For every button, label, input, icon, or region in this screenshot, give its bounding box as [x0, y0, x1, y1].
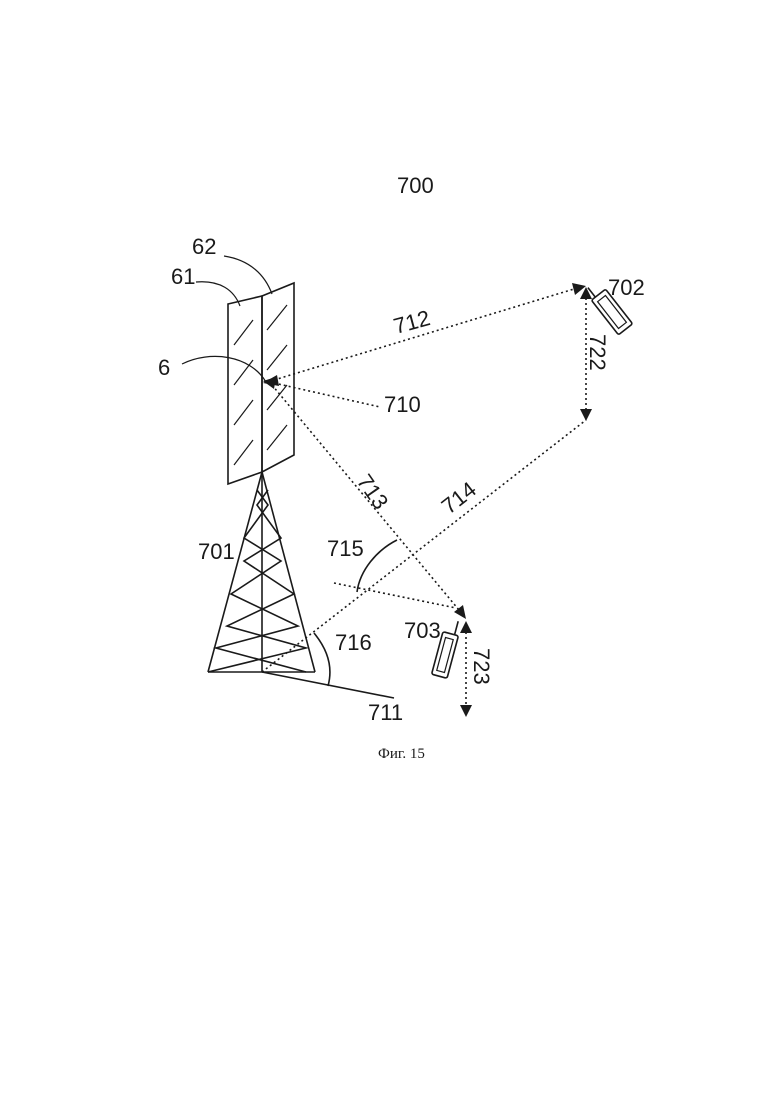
label-715: 715	[327, 536, 364, 561]
label-62: 62	[192, 234, 216, 259]
antenna-panel-61	[228, 296, 262, 484]
leader-62	[224, 256, 272, 294]
line-715	[334, 583, 456, 608]
label-712: 712	[391, 305, 433, 339]
line-710	[263, 377, 380, 407]
label-722: 722	[585, 334, 610, 371]
leader-6	[182, 356, 266, 382]
beam-712	[263, 283, 586, 386]
label-703: 703	[404, 618, 441, 643]
label-711: 711	[368, 700, 403, 725]
label-710: 710	[384, 392, 421, 417]
label-714: 714	[437, 477, 481, 519]
tower	[208, 472, 315, 672]
label-716: 716	[335, 630, 372, 655]
figure-number: 700	[397, 173, 434, 198]
angle-arc-716	[314, 633, 330, 686]
label-6: 6	[158, 355, 170, 380]
label-713: 713	[352, 470, 394, 514]
label-701: 701	[198, 539, 235, 564]
figure-caption: Фиг. 15	[378, 746, 425, 762]
label-702: 702	[608, 275, 645, 300]
label-723: 723	[469, 648, 494, 685]
antenna-panel-62	[262, 283, 294, 472]
label-61: 61	[171, 264, 195, 289]
